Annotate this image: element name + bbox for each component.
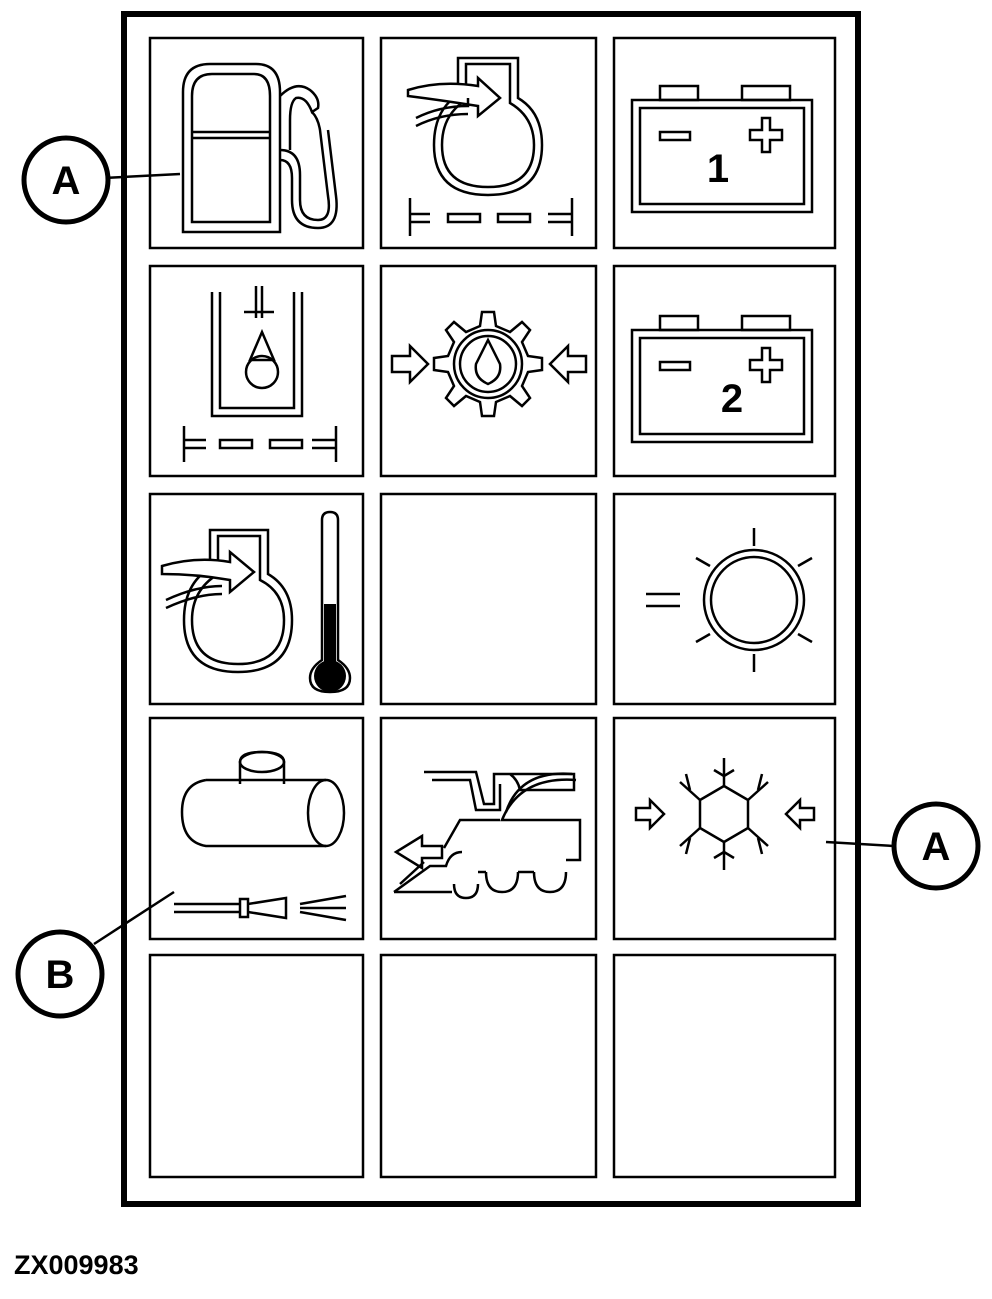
battery-1-label: 1	[707, 147, 729, 191]
cell-r2-c1	[148, 264, 365, 478]
cell-r5-c2	[379, 953, 598, 1179]
cell-r1-c3	[612, 36, 837, 250]
cell-r3-c3	[612, 492, 837, 706]
callout-a-right: A	[825, 801, 981, 891]
panel-cells	[148, 36, 837, 1179]
cell-r1-c2	[379, 36, 598, 250]
cell-r4-c1	[148, 716, 365, 941]
cell-r4-c2	[379, 716, 598, 941]
battery-2-icon	[630, 314, 814, 444]
battery-1-icon	[630, 84, 814, 214]
callout-b-label: B	[46, 953, 75, 997]
cell-r5-c3	[612, 953, 837, 1179]
callout-b: B	[15, 890, 175, 1019]
light-indicator-icon	[646, 528, 813, 672]
cell-r2-c3	[612, 264, 837, 478]
callout-a-top-label: A	[52, 159, 81, 203]
battery-2-label: 2	[721, 377, 743, 421]
panel-frame	[121, 11, 861, 1207]
coolant-icon	[634, 758, 816, 870]
hydraulic-oil-filter-icon	[182, 286, 338, 462]
machine-travel-icon	[393, 770, 582, 900]
callout-a-right-label: A	[922, 825, 951, 869]
cell-r1-c1	[148, 36, 365, 250]
cell-r2-c2	[379, 264, 598, 478]
callout-a-top: A	[21, 135, 181, 225]
cell-r3-c2	[379, 492, 598, 706]
cell-r5-c1	[148, 953, 365, 1179]
cell-r4-c3	[612, 716, 837, 941]
air-intake-temperature-icon	[160, 510, 352, 694]
cell-r3-c1	[148, 492, 365, 706]
fuel-pump-icon	[181, 62, 338, 234]
gear-oil-pressure-icon	[390, 310, 588, 418]
tank-spray-icon	[174, 750, 347, 922]
engine-air-intake-icon	[406, 56, 574, 236]
figure-id: ZX009983	[14, 1250, 139, 1280]
